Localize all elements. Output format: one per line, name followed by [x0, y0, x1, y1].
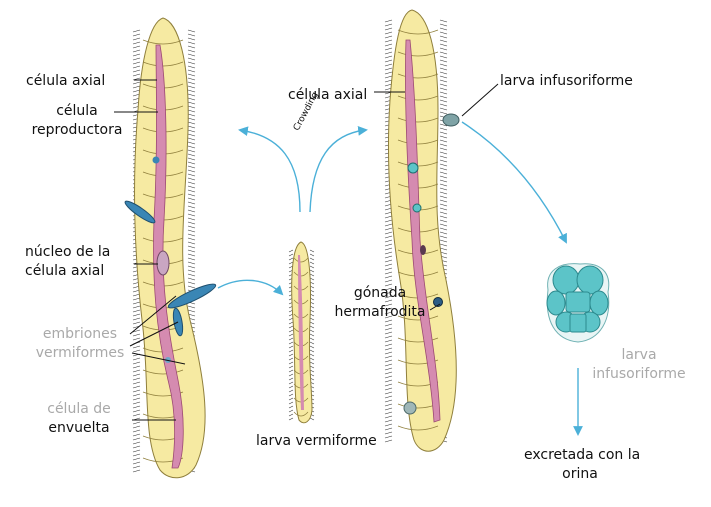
infusorigen-1	[407, 162, 419, 174]
label-larva-infusoriforme-top: larva infusoriforme	[500, 73, 633, 89]
label-celula-de-envuelta: célula de envuelta	[30, 400, 128, 438]
label-nucleo-line1: núcleo de la	[25, 244, 111, 260]
label-gonada-line2: hermafrodita	[334, 304, 426, 320]
axial-nucleus-right	[420, 245, 426, 255]
label-excretada-line2: orina	[562, 466, 598, 482]
vermiform-larva	[288, 241, 315, 424]
label-larva-inf-line2: infusoriforme	[592, 366, 686, 382]
label-embriones-line1: embriones	[42, 326, 118, 342]
leader-lines	[114, 79, 499, 421]
label-gonada-hermafrodita: gónada hermafrodita	[330, 284, 430, 322]
label-larva-inf-line1: larva	[621, 347, 657, 363]
arrow-to-infusoriform-larva	[461, 121, 567, 244]
arrow-crowding-left	[238, 126, 301, 213]
arrows	[217, 121, 583, 436]
axial-cell-left	[153, 44, 184, 469]
infusorigen-2	[412, 203, 422, 213]
arrow-crowding-right	[309, 126, 368, 213]
hermaphrodite-gonad	[433, 297, 443, 307]
label-excretada-con-la-orina: excretada con la orina	[524, 446, 641, 484]
label-larva-vermiforme: larva vermiforme	[256, 433, 377, 449]
embryo-1	[124, 200, 156, 224]
nematogen-left-body	[134, 17, 206, 479]
rhombogen-right	[384, 9, 460, 452]
reproductive-cell-1	[152, 156, 160, 164]
axial-cell-small	[298, 255, 304, 410]
label-celula-axial-right: célula axial	[288, 87, 368, 103]
label-gonada-line1: gónada	[353, 285, 407, 301]
infusoriform-larva-cells	[546, 265, 609, 333]
label-envuelta-line2: envuelta	[48, 420, 110, 436]
label-embriones-vermiformes: embriones vermiformes	[30, 325, 130, 363]
label-nucleo-celula-axial: núcleo de la célula axial	[25, 243, 110, 281]
released-larva-top	[442, 113, 460, 127]
label-nucleo-line2: célula axial	[25, 263, 105, 279]
embryo-2	[167, 283, 217, 309]
rhombogen-right-body	[387, 9, 457, 452]
label-larva-infusoriforme: larva infusoriforme	[584, 346, 694, 384]
label-celula-reproductora-line1: célula	[56, 103, 98, 119]
infusoriform-larva	[546, 263, 610, 343]
axial-cell-right	[405, 39, 441, 423]
label-celula-reproductora-line2: reproductora	[31, 122, 123, 138]
label-envuelta-line1: célula de	[47, 401, 111, 417]
label-celula-reproductora: célula reproductora	[30, 102, 124, 140]
nematogen-left	[124, 17, 217, 479]
label-celula-axial-left: célula axial	[26, 73, 106, 89]
axial-cell-nucleus-left	[156, 250, 170, 276]
label-embriones-line2: vermiformes	[35, 345, 125, 361]
label-excretada-line1: excretada con la	[524, 447, 641, 463]
released-larva-bottom	[403, 401, 417, 415]
arrow-to-vermiform-larva	[217, 279, 284, 296]
